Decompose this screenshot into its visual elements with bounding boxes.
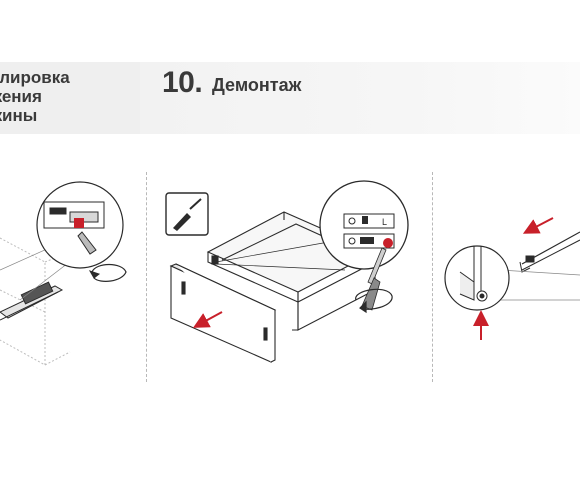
prev-section-title-line: жины <box>0 106 38 125</box>
detail-callout: L <box>319 180 409 311</box>
left-panel-drawer-illustration <box>0 181 127 366</box>
prev-section-title-line: жения <box>0 87 42 106</box>
prev-section-title-line: улировка <box>0 68 70 87</box>
rotate-arrow-icon <box>355 288 393 314</box>
remove-direction-arrow <box>192 311 223 328</box>
step-number: 10. <box>162 66 203 99</box>
panel-divider <box>146 172 147 382</box>
prev-section-title: улировка жения жины <box>0 68 70 125</box>
push-direction-arrow <box>522 217 554 234</box>
screwdriver-icon <box>165 192 209 236</box>
step-title: Демонтаж <box>212 75 302 95</box>
side-label: L <box>382 217 387 227</box>
step-header: 10. Демонтаж <box>140 62 580 134</box>
right-panel-drawer-illustration <box>444 231 580 311</box>
prev-section-header: улировка жения жины <box>0 62 140 134</box>
panel-divider <box>432 172 433 382</box>
drawer-front-panel <box>169 263 277 363</box>
